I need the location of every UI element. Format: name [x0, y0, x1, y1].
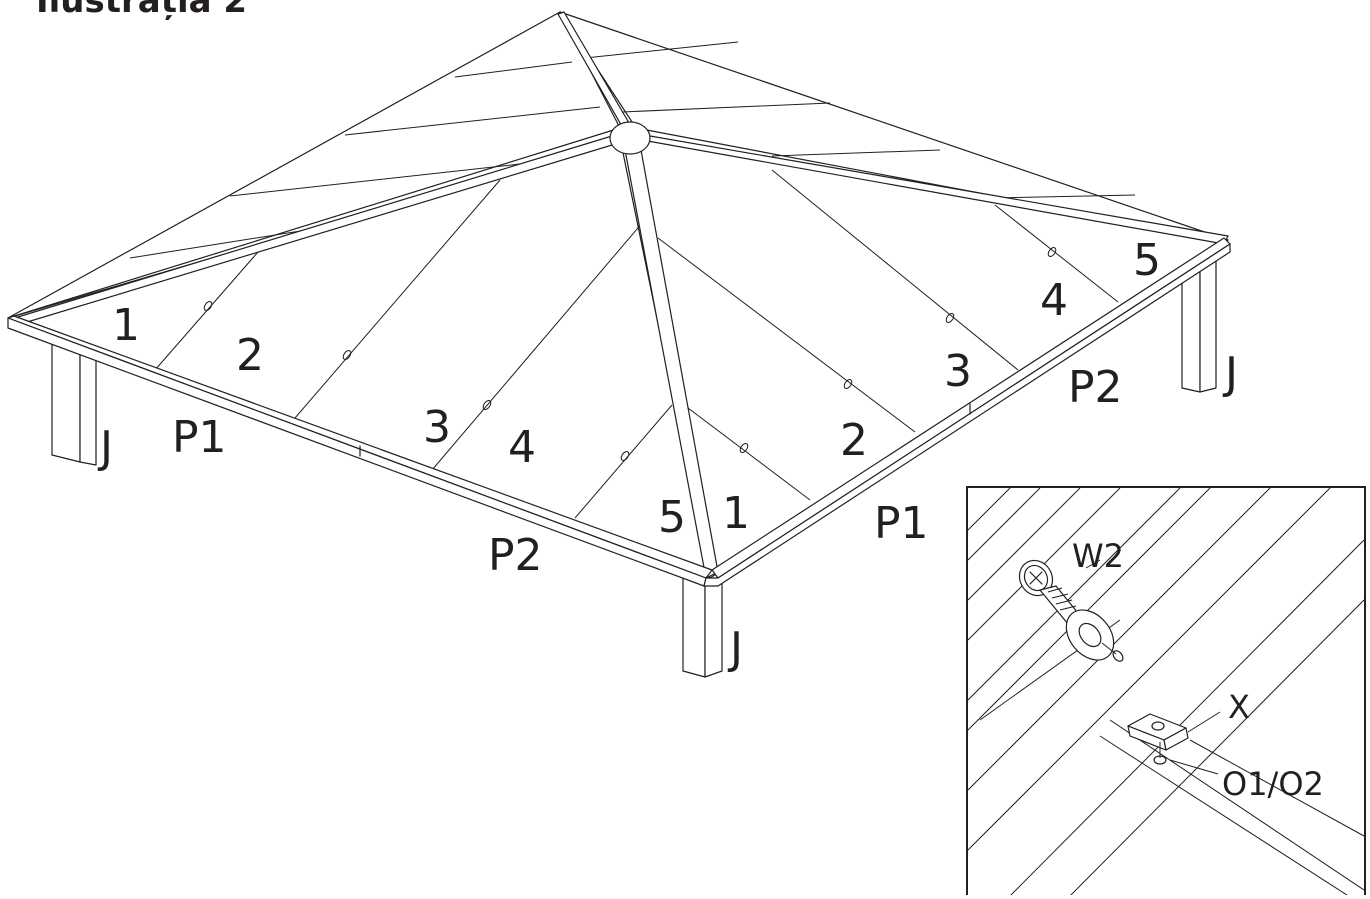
post-labels: J J J — [97, 348, 1238, 674]
nut-x — [1127, 713, 1189, 765]
panel-label-right-4: 4 — [1040, 275, 1068, 326]
beam-label-p2-front: P2 — [488, 530, 543, 581]
illustration-title: Ilustrația 2 — [36, 0, 247, 21]
panel-label-left-2: 2 — [236, 330, 264, 381]
post-label-j-left: J — [97, 422, 113, 473]
beam-label-p1-left: P1 — [172, 412, 227, 463]
detail-inset: W2 X O1/O2 — [966, 486, 1366, 899]
panel-label-right-3: 3 — [944, 346, 972, 397]
roof-cap — [609, 121, 651, 155]
post-right — [1181, 257, 1217, 393]
panel-label-right-5: 5 — [1133, 235, 1161, 286]
post-label-j-front: J — [727, 623, 743, 674]
beam-labels: P1 P2 P1 P2 — [172, 362, 1123, 581]
post-label-j-right: J — [1222, 348, 1238, 399]
panel-label-left-4: 4 — [508, 422, 536, 473]
panel-label-left-3: 3 — [423, 402, 451, 453]
front-left-seams — [154, 179, 673, 519]
detail-label-x: X — [1228, 688, 1250, 726]
detail-label-w2: W2 — [1072, 537, 1124, 575]
detail-label-o1-o2: O1/O2 — [1222, 765, 1324, 803]
front-right-seams — [657, 169, 1119, 501]
washer — [1065, 609, 1124, 662]
panel-label-right-2: 2 — [840, 415, 868, 466]
ridge-beams — [7, 11, 1229, 579]
panel-label-right-1: 1 — [722, 488, 750, 539]
beam-label-p2-right: P2 — [1068, 362, 1123, 413]
panel-labels: 1 2 3 4 5 1 2 3 4 5 — [112, 235, 1161, 543]
beam-label-p1-right: P1 — [874, 498, 929, 549]
panel-label-left-1: 1 — [112, 300, 140, 351]
eave-beams — [7, 237, 1231, 587]
panel-label-left-5: 5 — [658, 492, 686, 543]
post-front — [682, 576, 723, 678]
